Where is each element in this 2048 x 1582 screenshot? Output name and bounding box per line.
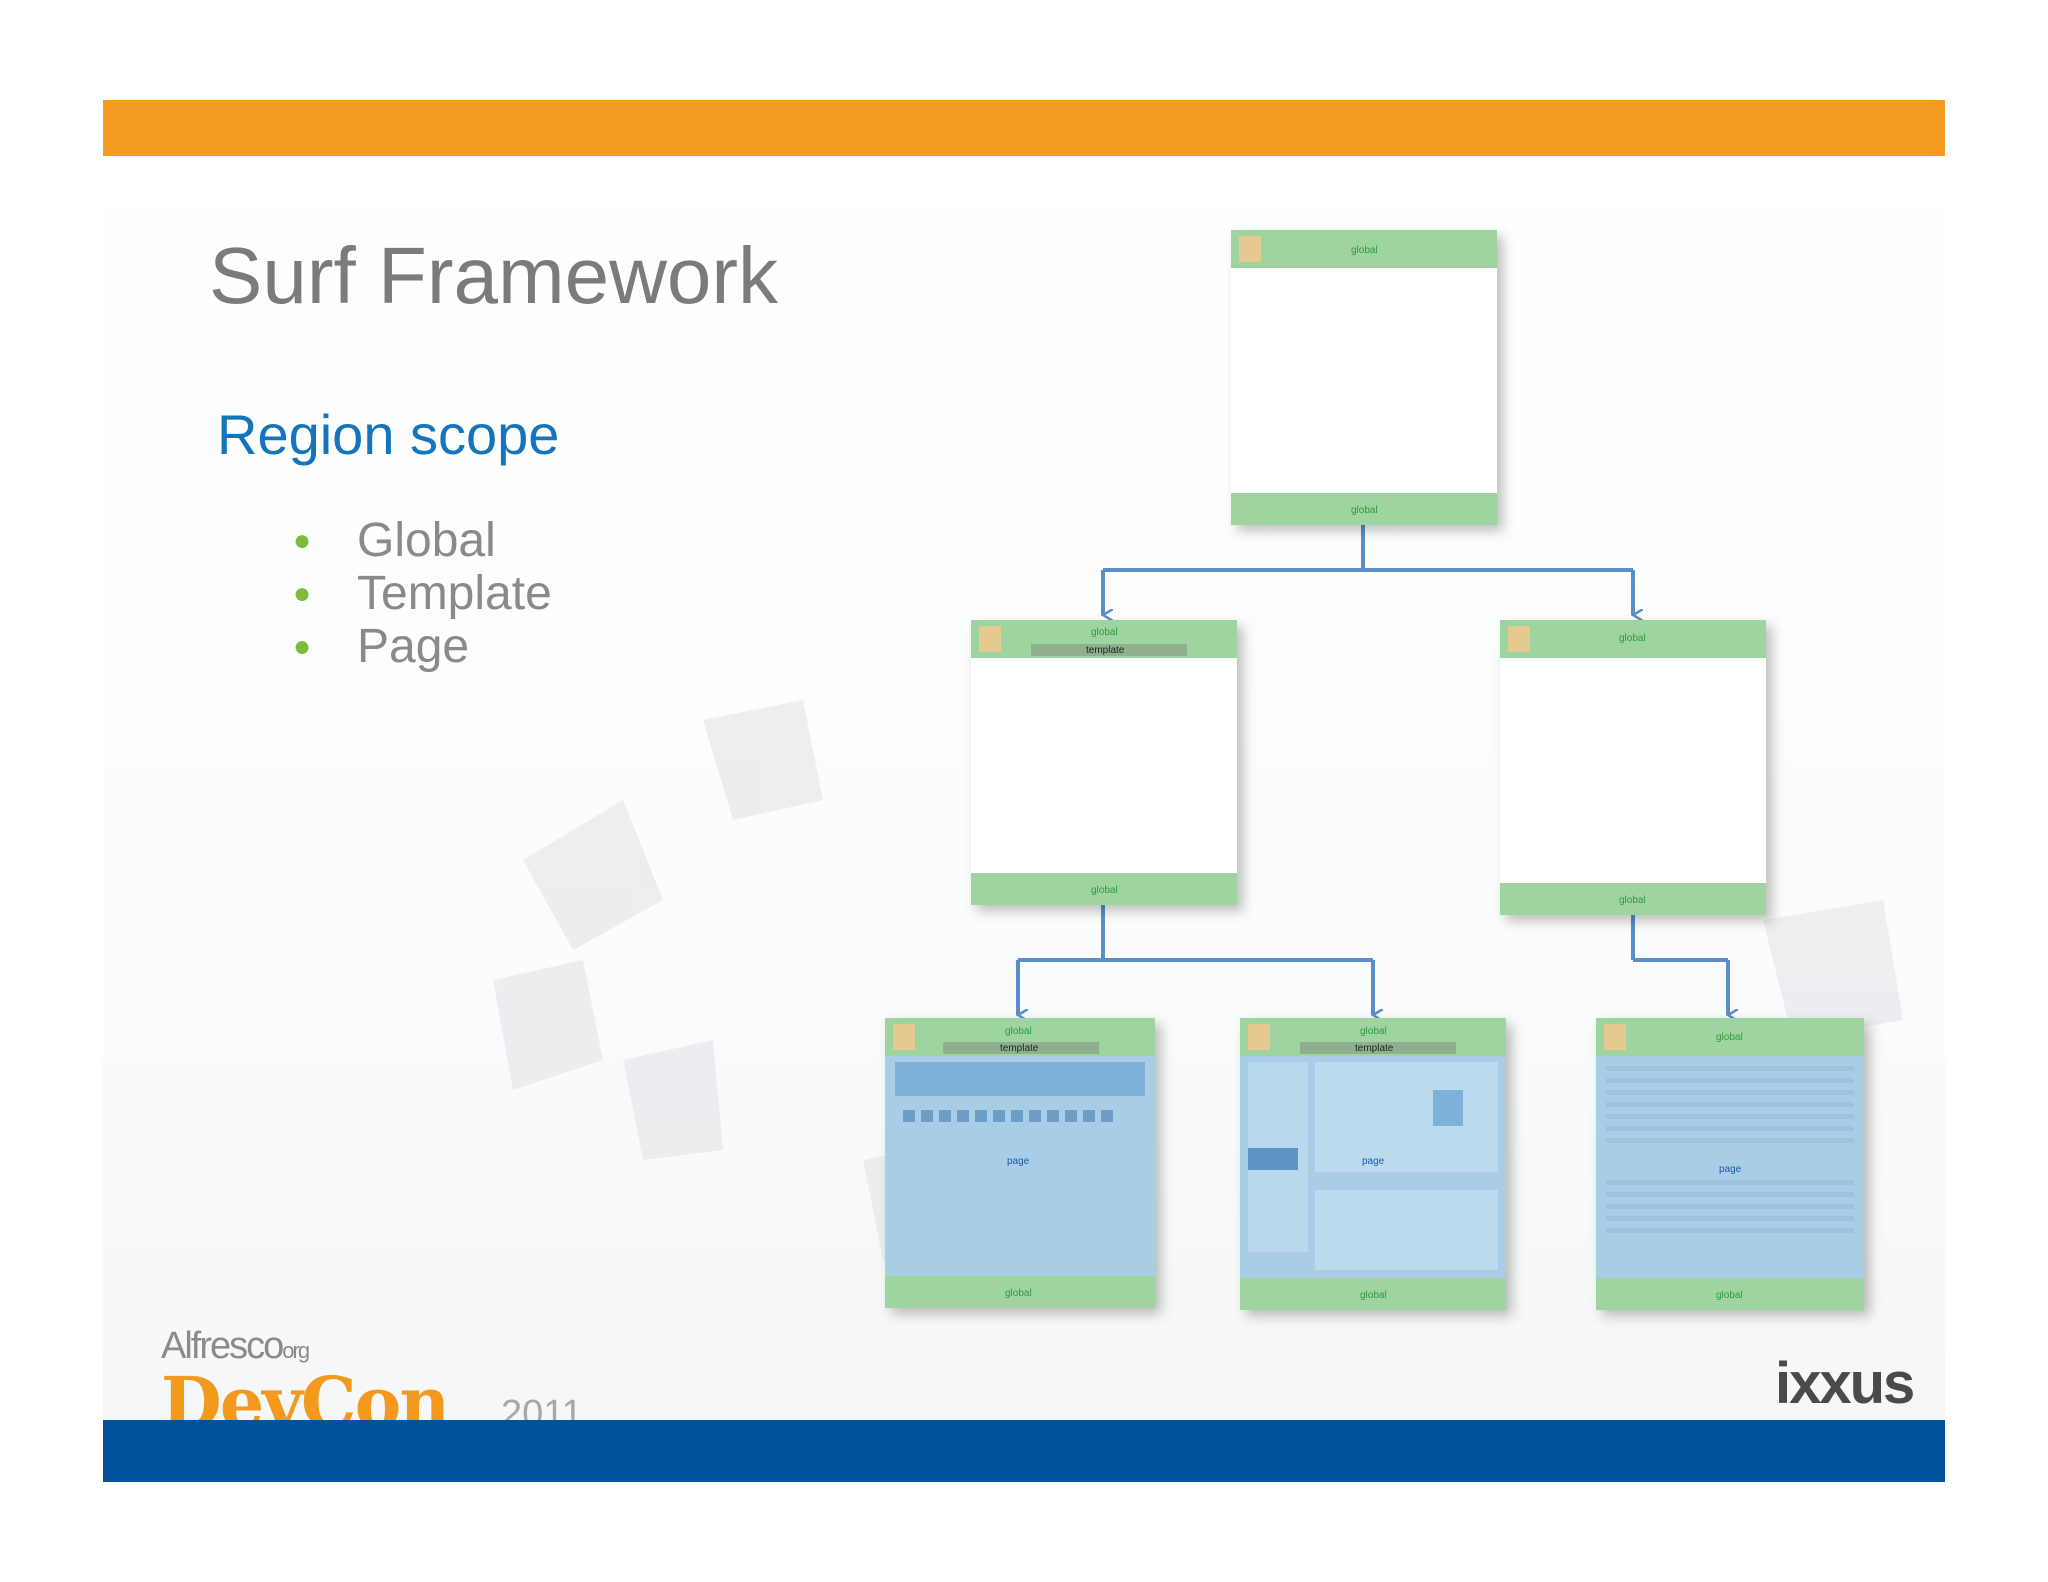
slide-subtitle: Region scope xyxy=(217,403,560,466)
bullet-label: Template xyxy=(357,567,552,620)
top-orange-bar xyxy=(103,100,1945,156)
bullet-item: ● Page xyxy=(293,620,552,673)
global-label: global xyxy=(1716,1290,1743,1301)
bullet-dot-icon: ● xyxy=(293,577,312,610)
bullet-item: ● Template xyxy=(293,567,552,620)
global-label: global xyxy=(1360,1290,1387,1301)
template-label: template xyxy=(1086,645,1125,656)
ixxus-logo: ixxus xyxy=(1775,1351,1915,1416)
connector-lines xyxy=(1016,525,1728,1015)
slide: Surf Framework Region scope ● Global ● Tem… xyxy=(103,100,1945,1482)
bullet-dot-icon: ● xyxy=(293,630,312,663)
bullet-item: ● Global xyxy=(293,514,552,567)
wireframe-template-left: global template global xyxy=(971,620,1237,905)
global-label: global xyxy=(1091,885,1118,896)
page-label: page xyxy=(1362,1156,1385,1167)
global-label: global xyxy=(1005,1288,1032,1299)
global-label: global xyxy=(1091,627,1118,638)
global-label: global xyxy=(1351,245,1378,256)
alfresco-devcon-logo: Alfrescoorg DevCon 2011 xyxy=(161,1325,621,1444)
wireframe-page-1: global template page global xyxy=(885,1018,1155,1308)
wireframe-page-2: global template page global xyxy=(1240,1018,1506,1310)
template-label: template xyxy=(1355,1043,1394,1054)
global-label: global xyxy=(1005,1026,1032,1037)
bullet-dot-icon: ● xyxy=(293,524,312,557)
wireframe-template-right: global global xyxy=(1500,620,1766,915)
global-label: global xyxy=(1716,1032,1743,1043)
page-label: page xyxy=(1719,1164,1742,1175)
template-label: template xyxy=(1000,1043,1039,1054)
bullet-list: ● Global ● Template ● Page xyxy=(293,514,552,673)
bottom-blue-bar xyxy=(103,1420,1945,1482)
page-label: page xyxy=(1007,1156,1030,1167)
global-label: global xyxy=(1619,895,1646,906)
wireframe-page-3: global page global xyxy=(1596,1018,1864,1310)
slide-title: Surf Framework xyxy=(209,231,778,320)
bullet-label: Global xyxy=(357,514,496,567)
global-label: global xyxy=(1351,505,1378,516)
bullet-label: Page xyxy=(357,620,470,673)
wireframe-global: global global xyxy=(1231,230,1497,525)
alfresco-logo-text: Alfrescoorg xyxy=(161,1325,310,1367)
global-label: global xyxy=(1619,633,1646,644)
global-label: global xyxy=(1360,1026,1387,1037)
region-hierarchy-diagram: global global global template global glo… xyxy=(885,230,1864,1310)
